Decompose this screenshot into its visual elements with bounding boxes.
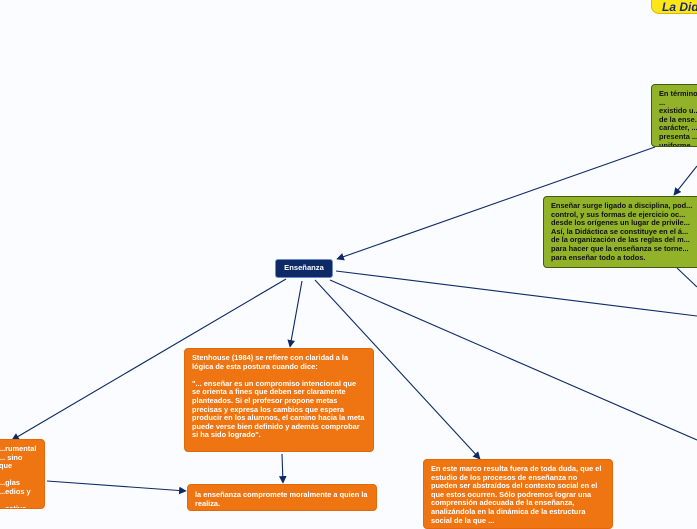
connector-greenmid-to-right <box>676 267 697 288</box>
map-title-text: La Didáctica <box>662 0 697 14</box>
connector-left-to-compromete <box>46 480 187 495</box>
node-green-mid[interactable]: Enseñar surge ligado a disciplina, pod..… <box>543 196 697 268</box>
connector-ensenanza-to-left <box>11 278 287 441</box>
node-ensenanza-central[interactable]: Enseñanza <box>275 259 333 278</box>
map-title-banner[interactable]: La Didáctica <box>651 0 697 14</box>
connector-stenhouse-to-compromete <box>278 453 287 484</box>
node-compromete[interactable]: la enseñanza compromete moralmente a qui… <box>187 484 377 511</box>
node-left-partial[interactable]: ...rumental ... sino que ...glas ...edio… <box>0 439 45 509</box>
connector-ensenanza-to-marco <box>314 279 481 460</box>
node-green-top[interactable]: En términos ... existido u... de la ense… <box>651 84 697 147</box>
node-marco-social[interactable]: En este marco resulta fuera de toda duda… <box>423 459 613 529</box>
connector-ensenanza-to-right-2 <box>329 279 697 441</box>
connector-greentop-to-greenmid <box>673 165 697 196</box>
connector-greentop-to-ensenanza <box>336 146 656 261</box>
connector-ensenanza-to-stenhouse <box>287 280 303 348</box>
connector-ensenanza-to-right-1 <box>335 270 697 317</box>
node-stenhouse-quote[interactable]: Stenhouse (1984) se refiere con claridad… <box>184 348 374 452</box>
